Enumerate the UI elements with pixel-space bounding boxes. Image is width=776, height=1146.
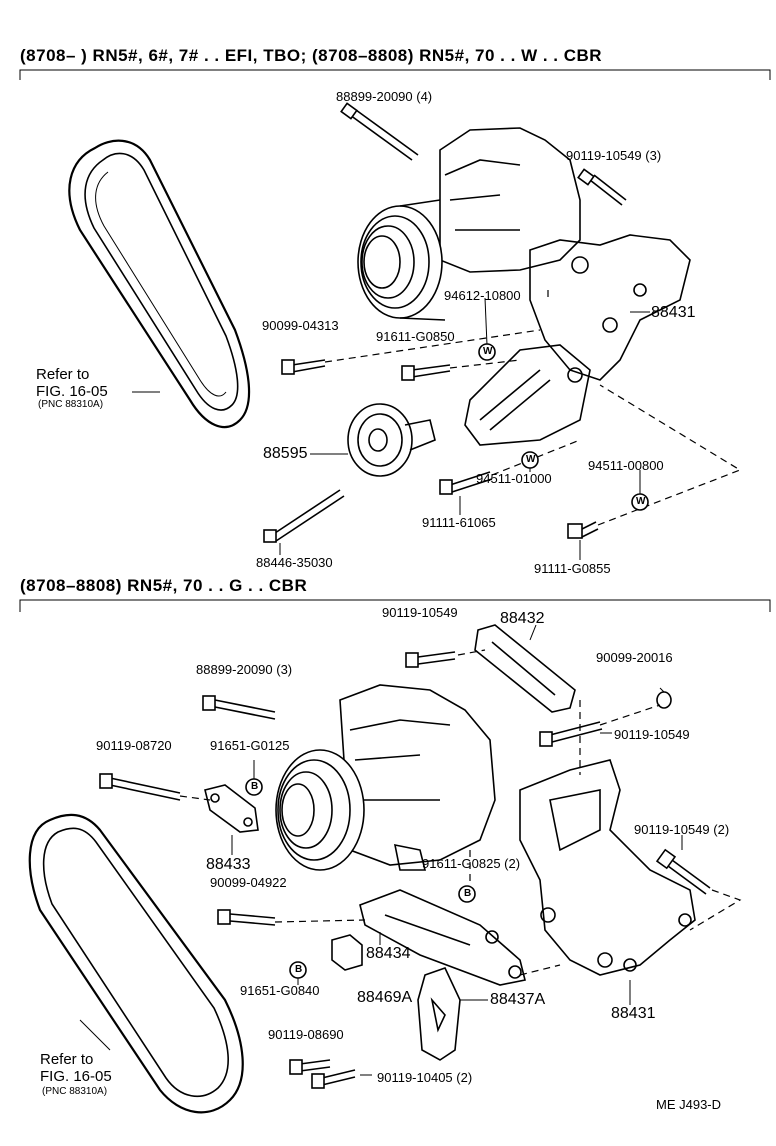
part-label: 88595 <box>263 445 308 462</box>
drive-belt-bottom <box>28 813 244 1114</box>
washer-marker-label: W <box>526 454 536 465</box>
brace-88433 <box>204 784 259 833</box>
part-label: 91611-G0850 <box>376 329 455 344</box>
top-section-frame <box>19 69 771 80</box>
part-label: 88433 <box>206 856 251 873</box>
part-label: 90119-10549 <box>614 727 690 742</box>
spacer-88469a <box>331 934 363 971</box>
part-label: 91111-61065 <box>422 515 496 530</box>
refer-note-pnc: (PNC 88310A) <box>38 399 104 410</box>
top-section-header: (8708– ) RN5#, 6#, 7# . . EFI, TBO; (870… <box>20 46 603 65</box>
bracket-88434 <box>359 889 526 986</box>
part-label: 90119-10549 <box>382 605 458 620</box>
drive-belt-top <box>68 139 251 429</box>
washer-marker-label: W <box>483 346 493 357</box>
part-label: 90099-04922 <box>210 875 287 890</box>
part-label: 90119-08720 <box>96 738 172 753</box>
part-label: 88431 <box>651 304 696 321</box>
part-label: 88899-20090 (4) <box>336 89 433 104</box>
part-label: 90099-20016 <box>596 650 673 665</box>
part-label: 88437A <box>490 991 546 1008</box>
part-label: 94511-00800 <box>588 458 664 473</box>
bolt-marker-label: B <box>464 888 472 899</box>
refer-note-line1: Refer to <box>36 366 90 383</box>
part-label: 94612-10800 <box>444 288 521 303</box>
leader-lines-top <box>132 297 650 560</box>
part-label: 90099-04313 <box>262 318 339 333</box>
refer-note-pnc: (PNC 88310A) <box>42 1086 108 1097</box>
bolts-bottom <box>99 651 711 1089</box>
part-label: 90119-10549 (3) <box>566 148 662 163</box>
bottom-section-frame <box>19 599 771 612</box>
assembly-lines-bottom <box>179 649 742 976</box>
compressor-top <box>357 127 581 321</box>
part-label: 91651-G0125 <box>210 738 290 753</box>
part-label: 91111-G0855 <box>534 561 611 576</box>
part-label: 88469A <box>357 989 413 1006</box>
bottom-section-header: (8708–8808) RN5#, 70 . . G . . CBR <box>20 576 308 595</box>
part-label: 88432 <box>500 610 545 627</box>
part-label: 88899-20090 (3) <box>196 662 293 677</box>
part-label: 91611-G0825 (2) <box>422 856 521 871</box>
refer-note-line1: Refer to <box>40 1051 94 1068</box>
part-label: 90119-10549 (2) <box>634 822 730 837</box>
bracket-88431-top <box>464 234 691 446</box>
footer-code: ME J493-D <box>656 1097 722 1112</box>
plate-88437a <box>417 967 461 1061</box>
bolt-markers-bottom <box>245 778 476 979</box>
washer-marker-label: W <box>636 496 646 507</box>
refer-note-line2: FIG. 16-05 <box>36 383 108 400</box>
bracket-88431-bottom <box>519 759 696 976</box>
bolt-marker-label: B <box>295 964 303 975</box>
part-label: 88431 <box>611 1005 656 1022</box>
part-label: 91651-G0840 <box>240 983 320 998</box>
part-label: 88434 <box>366 945 411 962</box>
bolts-top <box>263 102 627 543</box>
bolt-marker-label: B <box>251 781 259 792</box>
compressor-bottom <box>275 684 496 871</box>
leader-lines-bottom <box>79 624 683 1076</box>
washer-markers-top <box>478 343 649 511</box>
idler-pulley-88595 <box>347 403 436 477</box>
refer-note-line2: FIG. 16-05 <box>40 1068 112 1085</box>
part-label: 88446-35030 <box>256 555 333 570</box>
part-label: 90119-10405 (2) <box>377 1070 473 1085</box>
part-label: 90119-08690 <box>268 1027 344 1042</box>
brace-88432 <box>474 624 576 713</box>
part-label: 94511-01000 <box>476 471 552 486</box>
